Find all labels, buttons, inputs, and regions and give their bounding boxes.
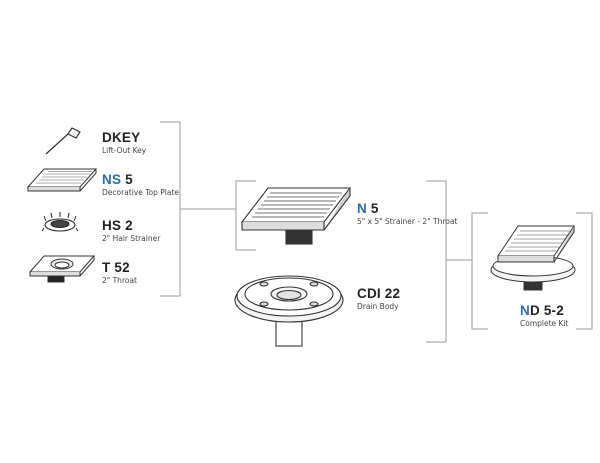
- part-label-dkey: DKEY Lift-Out Key: [102, 131, 146, 154]
- strainer-icon: [240, 187, 352, 245]
- hair-strainer-icon: [41, 212, 79, 232]
- part-code: T 52: [102, 260, 130, 275]
- complete-kit-icon: [490, 225, 576, 291]
- part-code: 5: [121, 172, 133, 187]
- part-description: Decorative Top Plate: [102, 187, 180, 197]
- part-label-hs2: HS 2 2" Hair Strainer: [102, 219, 160, 242]
- part-label-nd52: ND 5-2 Complete Kit: [520, 303, 569, 328]
- part-description: Complete Kit: [520, 318, 569, 328]
- part-label-n5: N 5 5" x 5" Strainer - 2" Throat: [357, 201, 458, 226]
- part-description: 2" Throat: [102, 275, 137, 285]
- drain-body-icon: [234, 275, 344, 347]
- bracket-left: [160, 121, 181, 297]
- part-code: D 5-2: [529, 303, 564, 318]
- bracket-middle-right: [426, 180, 447, 343]
- part-code: 5: [366, 201, 379, 216]
- part-description: 5" x 5" Strainer - 2" Throat: [357, 216, 458, 226]
- bracket-right-right: [576, 212, 593, 330]
- part-label-cdi22: CDI 22 Drain Body: [357, 287, 400, 310]
- bracket-right-left: [471, 212, 488, 330]
- part-description: Lift-Out Key: [102, 145, 147, 155]
- part-code: DKEY: [102, 130, 141, 145]
- part-description: 2" Hair Strainer: [102, 233, 161, 243]
- lift-out-key-icon: [45, 127, 81, 155]
- part-description: Drain Body: [357, 301, 399, 311]
- bracket-middle-left: [235, 180, 256, 251]
- throat-icon: [28, 255, 96, 283]
- part-label-t52: T 52 2" Throat: [102, 261, 137, 284]
- decorative-top-plate-icon: [26, 168, 98, 192]
- part-code: CDI 22: [357, 286, 401, 301]
- part-code: HS 2: [102, 218, 133, 233]
- part-label-ns5: NS 5 Decorative Top Plate: [102, 172, 180, 197]
